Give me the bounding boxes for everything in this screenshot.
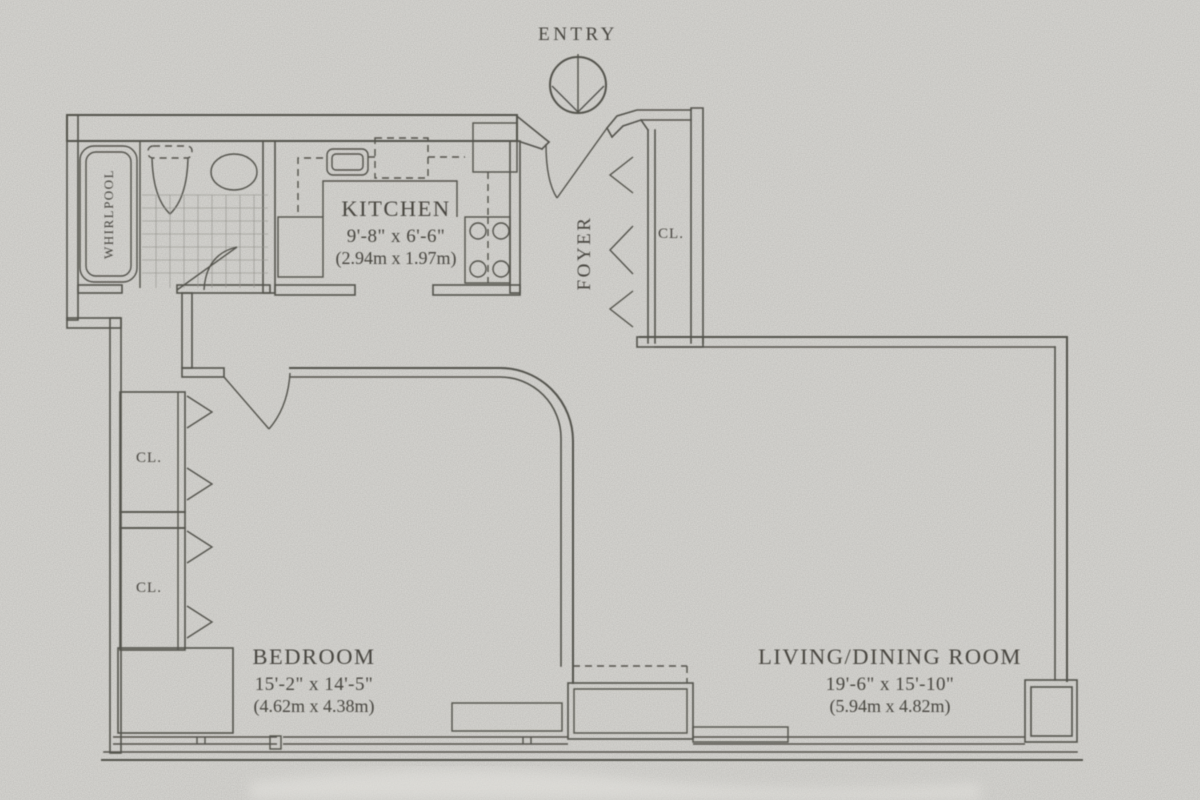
- bathroom: WHIRLPOOL: [79, 141, 268, 291]
- corner-column-inner: [1030, 686, 1073, 737]
- bathroom-door-leaf: [176, 246, 238, 291]
- bedroom-door-swing-arc: [268, 372, 291, 430]
- whirlpool-label: WHIRLPOOL: [101, 169, 116, 259]
- wall-bath-kitchen-divider: [262, 140, 276, 294]
- wall-bedroom-top-outer: [289, 367, 574, 684]
- window-mullion-ticks: [522, 737, 532, 744]
- living-dining-room: LIVING/DINING ROOM 19'-6" x 15'-10" (5.9…: [567, 644, 1022, 743]
- entry-door-leaf: [556, 127, 608, 199]
- foyer-closet-bifold-doors: [608, 156, 634, 328]
- bedroom-dimensions: 15'-2" x 14'-5": [255, 674, 374, 695]
- paper-crease: [250, 769, 980, 800]
- foyer: FOYER: [574, 216, 595, 291]
- entry-door-swing-arc: [545, 143, 558, 199]
- living-dining-dimensions: 19'-6" x 15'-10": [826, 674, 955, 695]
- entry-arrow-head-icon: [551, 85, 605, 113]
- bedroom-window-ledge: [451, 702, 563, 732]
- entry-label: ENTRY: [538, 24, 618, 45]
- burner-icon: [469, 260, 487, 278]
- kitchen-corner-cabinet: [472, 122, 518, 173]
- living-window-glazing: [693, 736, 1025, 745]
- living-dining-name: LIVING/DINING ROOM: [758, 644, 1022, 669]
- kitchen-name: KITCHEN: [341, 196, 450, 221]
- wall-kitchen-bottom-left: [274, 284, 356, 296]
- bedroom-convector-unit: [117, 647, 234, 734]
- entry-jamb-left-outer: [516, 115, 551, 144]
- bedroom-door-leaf: [223, 376, 270, 430]
- foyer-closet-label: CL.: [658, 226, 684, 242]
- wall-bedroom-top-inner: [289, 376, 562, 667]
- living-convector-inner: [573, 688, 688, 734]
- window-mullion-ticks: [196, 737, 206, 744]
- entry-jamb-left-inner: [516, 139, 544, 151]
- entry-jamb-right-inner: [610, 119, 692, 139]
- whirlpool-tub: [79, 145, 138, 283]
- bathroom-tile-grid: [142, 194, 268, 288]
- wall-left-lower: [109, 317, 122, 754]
- kitchen-sink: [326, 148, 369, 176]
- toilet-tank: [147, 145, 193, 159]
- entry-door: [516, 109, 692, 199]
- refrigerator-dashed: [374, 137, 429, 179]
- foyer-label: FOYER: [574, 216, 595, 291]
- foyer-closet-front-wall: [639, 118, 656, 344]
- corner-column-outer: [1024, 679, 1078, 743]
- kitchen-dimensions-metric: (2.94m x 1.97m): [336, 248, 457, 269]
- living-convector-outer: [567, 682, 694, 740]
- bathroom-sink: [210, 153, 258, 191]
- kitchen-sink-inner: [331, 153, 364, 171]
- wall-bath-bottom-right: [176, 284, 271, 294]
- kitchen: KITCHEN 9'-8" x 6'-6" (2.94m x 1.97m): [277, 122, 518, 284]
- burner-icon: [469, 222, 487, 240]
- wall-bath-bottom-left: [77, 284, 123, 294]
- living-dashed-line: [573, 665, 688, 683]
- foyer-closet-right-wall: [690, 107, 704, 344]
- foyer-closet: CL.: [608, 107, 704, 344]
- bathroom-door-swing-arc: [203, 246, 238, 291]
- kitchen-left-counter: [277, 216, 324, 278]
- kitchen-upper-cabinet-dashed: [297, 156, 465, 212]
- bedroom-window-glazing: [113, 736, 277, 745]
- windows: [101, 735, 1083, 761]
- burner-icon: [492, 222, 510, 240]
- entry-symbol: ENTRY: [538, 24, 618, 114]
- stove: [464, 216, 511, 284]
- window-connector: [269, 735, 282, 750]
- living-dining-dimensions-metric: (5.94m x 4.82m): [830, 696, 951, 717]
- whirlpool-tub-inner: [85, 151, 132, 277]
- closet-2-box: [119, 527, 186, 651]
- bedroom: BEDROOM 15'-2" x 14'-5" (4.62m x 4.38m): [117, 372, 563, 734]
- closet-bifold-doors: [186, 395, 214, 639]
- closet-2-label: CL.: [136, 580, 162, 596]
- bedroom-name: BEDROOM: [252, 644, 375, 669]
- living-window-ledge: [692, 726, 789, 743]
- entry-jamb-right-cap: [605, 126, 614, 139]
- entry-jamb-right-outer: [605, 109, 692, 130]
- kitchen-counter-edge: [322, 180, 458, 217]
- bedroom-closets: CL. CL.: [119, 391, 214, 651]
- wall-bedroom-door-stub: [181, 367, 225, 378]
- bedroom-dimensions-metric: (4.62m x 4.38m): [254, 696, 375, 717]
- burner-icon: [492, 260, 510, 278]
- wall-left-upper: [66, 114, 79, 321]
- center-window-glazing: [283, 736, 568, 745]
- exterior-walls: [66, 114, 1078, 754]
- kitchen-dimensions: 9'-8" x 6'-6": [347, 226, 446, 247]
- closet-1-label: CL.: [136, 450, 162, 466]
